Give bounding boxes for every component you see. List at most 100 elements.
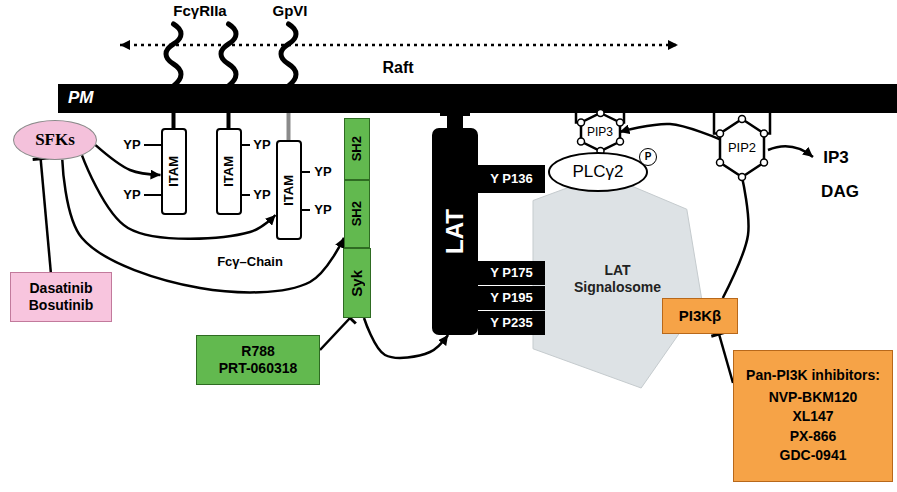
itam-box: ITAM xyxy=(216,128,242,215)
hexagon-outline xyxy=(581,113,620,151)
enzyme-ellipse: PLCγ2 xyxy=(548,152,648,192)
plasma-membrane: PM xyxy=(58,84,897,113)
inhibitor-box-text: Pan-PI3K inhibitors: xyxy=(746,366,880,386)
inhibitor-box-text: Dasatinib Bosutinib xyxy=(18,280,104,314)
raft-extent-arrow xyxy=(120,44,678,47)
signalosome-hexagon: LAT Signalosome xyxy=(533,170,702,388)
signalosome-outline xyxy=(533,174,702,388)
activation-connector xyxy=(723,177,749,298)
phosphosite-tick xyxy=(144,194,162,196)
phosphotyrosine-box-text: Y P175 xyxy=(490,265,532,281)
phosphosite-label: YP xyxy=(253,137,270,153)
itam-box: ITAM xyxy=(161,128,187,215)
phosphate-dot xyxy=(739,174,746,181)
phosphosite-label: YP xyxy=(253,187,270,203)
itam-box-text: ITAM xyxy=(221,156,237,187)
activation-connector xyxy=(620,124,721,139)
lipid-hexagon: PIP3 xyxy=(581,113,620,151)
receptor-ectodomain xyxy=(166,24,181,86)
phosphosite-tick xyxy=(240,144,250,146)
receptor-name-text: FcγRIIa xyxy=(173,2,226,20)
phosphate-dot xyxy=(616,119,623,126)
kinase-box: PI3Kβ xyxy=(662,298,738,334)
sh2-domain: SH2 xyxy=(344,180,370,248)
phosphosite-label: YP xyxy=(123,187,140,203)
phosphosite-label-text: YP xyxy=(253,187,270,203)
phosphosite-tick xyxy=(144,144,162,146)
phosphotyrosine-box: Y P235 xyxy=(478,311,545,335)
product-label-text: DAG xyxy=(821,182,859,202)
receptor-stem xyxy=(227,110,231,129)
receptor-name-text: GpVI xyxy=(272,2,307,20)
phosphate-dot xyxy=(577,119,584,126)
inhibition-connector xyxy=(320,318,350,350)
enzyme-ellipse-text: PLCγ2 xyxy=(572,162,623,182)
plasma-membrane-text: PM xyxy=(68,88,94,108)
receptor-ectodomain xyxy=(281,24,296,86)
product-label-text: IP3 xyxy=(823,148,849,168)
kinase-domain: Syk xyxy=(343,248,371,318)
adaptor-protein-text: LAT xyxy=(441,209,470,254)
phosphosite-label-text: YP xyxy=(253,137,270,153)
chain-stem xyxy=(287,110,291,141)
phosphotyrosine-box-text: Y P235 xyxy=(490,315,532,331)
receptor-stem xyxy=(172,110,176,129)
inhibition-connector xyxy=(719,334,733,383)
phosphosite-label: YP xyxy=(314,164,331,180)
phosphosite-label: YP xyxy=(123,137,140,153)
inhibitor-box-text: NVP-BKM120 XL147 PX-866 GDC-0941 xyxy=(741,388,885,466)
hydrolysis-arrow xyxy=(768,146,813,157)
kinase-ellipse: SFKs xyxy=(13,120,97,160)
phosphate-circle-text: P xyxy=(645,151,652,163)
phosphate-dot xyxy=(761,159,768,166)
phosphate-dot xyxy=(761,130,768,137)
signalosome-hexagon-text: LAT Signalosome xyxy=(565,262,670,296)
phosphosite-label-text: YP xyxy=(123,187,140,203)
receptor-name: FcγRIIa xyxy=(173,2,226,20)
sh2-domain: SH2 xyxy=(344,118,370,180)
phosphate-dot xyxy=(597,110,604,117)
inhibitor-box: Pan-PI3K inhibitors:NVP-BKM120 XL147 PX-… xyxy=(733,350,893,482)
kinase-box-text: PI3Kβ xyxy=(679,307,722,325)
lipid-hexagon: PIP2 xyxy=(720,119,764,177)
phosphosite-label: YP xyxy=(314,202,331,218)
inhibition-connector xyxy=(41,159,51,272)
phosphate-dot xyxy=(577,138,584,145)
lipid-hexagon-text: PIP2 xyxy=(728,140,756,156)
itam-box-text: ITAM xyxy=(281,175,297,206)
hexagon-outline xyxy=(720,119,764,177)
phosphate-dot xyxy=(739,116,746,123)
product-label: DAG xyxy=(821,182,859,202)
inhibitor-box-text: R788 PRT-060318 xyxy=(204,343,312,377)
region-label: Raft xyxy=(382,58,413,77)
inhibitor-box: Dasatinib Bosutinib xyxy=(10,272,112,322)
phosphate-dot xyxy=(717,130,724,137)
phosphate-dot xyxy=(717,159,724,166)
region-label-text: Raft xyxy=(382,58,413,77)
phosphotyrosine-box: Y P136 xyxy=(478,165,545,193)
phosphosite-label-text: YP xyxy=(123,137,140,153)
receptor-ectodomain xyxy=(221,24,236,86)
phosphotyrosine-box: Y P175 xyxy=(478,261,545,285)
phosphotyrosine-box-text: Y P136 xyxy=(490,171,532,187)
kinase-ellipse-text: SFKs xyxy=(35,130,75,150)
sh2-domain-text: SH2 xyxy=(349,136,365,161)
phosphosite-label-text: YP xyxy=(314,164,331,180)
phosphate-circle: P xyxy=(639,148,657,166)
phosphate-dot xyxy=(616,138,623,145)
chain-label: Fcγ–Chain xyxy=(217,254,283,270)
adaptor-protein: LAT xyxy=(432,128,478,335)
lipid-hexagon-text: PIP3 xyxy=(587,125,613,139)
product-label: IP3 xyxy=(823,148,849,168)
sh2-domain-text: SH2 xyxy=(349,201,365,226)
itam-box-text: ITAM xyxy=(166,156,182,187)
phosphosite-tick xyxy=(240,194,250,196)
receptor-name: GpVI xyxy=(272,2,307,20)
chain-label-text: Fcγ–Chain xyxy=(217,254,283,270)
phosphosite-label-text: YP xyxy=(314,202,331,218)
phosphotyrosine-box-text: Y P195 xyxy=(490,290,532,306)
kinase-domain-text: Syk xyxy=(348,270,366,297)
phosphosite-tick xyxy=(300,171,310,173)
inhibitor-box: R788 PRT-060318 xyxy=(196,335,320,385)
